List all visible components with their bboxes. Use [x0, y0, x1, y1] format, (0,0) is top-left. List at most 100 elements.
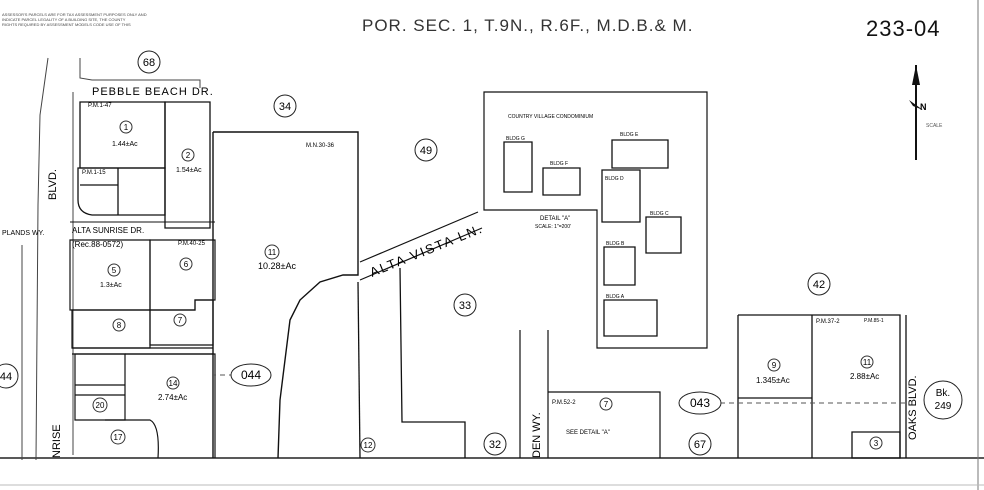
parcel-label: 1 1.44±Ac: [112, 120, 138, 148]
see-detail-label: SEE DETAIL "A": [566, 430, 610, 436]
condo-bldg-label: BLDG G: [506, 136, 525, 142]
parcel-label: 2 1.54±Ac: [176, 148, 202, 174]
book-circle: 33: [453, 293, 477, 317]
parcel-label: 7: [599, 397, 613, 411]
note-line: ASSESSOR'S PARCELS ARE FOR TAX ASSESSMEN…: [2, 12, 147, 17]
parcel-number: 5: [112, 266, 117, 275]
parcel-number: 7: [178, 316, 183, 325]
book-circle: 32: [483, 432, 507, 456]
disclaimer-notes: ASSESSOR'S PARCELS ARE FOR TAX ASSESSMEN…: [2, 12, 192, 27]
parcel-label: 3: [869, 436, 883, 450]
alta-vista-road: [359, 211, 483, 281]
parcel-label: 12: [360, 437, 376, 453]
parcel-label: 11 2.88±Ac: [850, 355, 879, 381]
map-title: POR. SEC. 1, T.9N., R.6F., M.D.B.& M.: [362, 16, 694, 35]
street-den-wy: DEN WY.: [531, 412, 543, 458]
condo-buildings: [503, 139, 682, 337]
parcel-area: 1.345±Ac: [756, 376, 790, 385]
map-ref-label: P.M.52-2: [552, 400, 576, 406]
parcel-block-den-wy: [519, 330, 661, 458]
parcel-label: 6: [179, 257, 193, 271]
parcel-number: 17: [114, 433, 123, 442]
parcel-label: 9 1.345±Ac: [756, 358, 790, 385]
map-page-number: 233-04: [866, 16, 941, 41]
parcel-label: 8: [112, 318, 126, 332]
condo-title: COUNTRY VILLAGE CONDOMINIUM: [508, 114, 593, 120]
page-oval: 044: [230, 363, 272, 387]
book-number: 49: [420, 145, 432, 157]
parcel-label: 14 2.74±Ac: [158, 376, 187, 402]
book-number: 33: [459, 300, 471, 312]
parcel-area: 1.54±Ac: [176, 167, 202, 174]
street-alta-vista: ALTA VISTA LN.: [368, 220, 486, 279]
north-arrow-icon: N SCALE: [909, 65, 943, 160]
street-pebble-beach: PEBBLE BEACH DR.: [92, 86, 214, 98]
map-ref-label: P.M.85-1: [864, 318, 884, 324]
map-ref-label: P.M.37-2: [816, 319, 840, 325]
parcel-33-boundary: [357, 267, 466, 459]
book-circle: 68: [137, 50, 161, 74]
parcel-label: 20: [92, 397, 108, 413]
map-ref-label: P.M.1-47: [88, 103, 112, 109]
parcel-number: 3: [874, 439, 879, 448]
note-line: RIGHTS REQUIRED BY ASSESSMENT MODELS COD…: [2, 22, 131, 27]
condo-bldg-label: BLDG A: [606, 294, 625, 300]
parcel-number: 7: [604, 400, 609, 409]
map-ref-label: P.M.1-15: [82, 170, 106, 176]
condo-detail-label: DETAIL "A": [540, 216, 570, 222]
parcel-area: 1.44±Ac: [112, 141, 138, 148]
parcel-number: 2: [186, 151, 191, 160]
parcel-label: 11 10.28±Ac: [258, 244, 296, 271]
note-line: INDICATE PARCEL LEGALITY OF A BUILDING S…: [2, 17, 126, 22]
parcel-area: 10.28±Ac: [258, 261, 296, 271]
north-scale-note: SCALE: [926, 123, 943, 129]
book-number: 68: [143, 57, 155, 69]
book-number: 42: [813, 279, 825, 291]
book-number: 44: [0, 371, 12, 383]
condo-bldg-label: BLDG C: [650, 211, 669, 217]
parcel-area: 1.3±Ac: [100, 282, 122, 289]
parcel-area: 2.74±Ac: [158, 393, 187, 402]
parcel-label: 7: [173, 313, 187, 327]
street-nrise: NRISE: [51, 424, 63, 458]
street-oaks-blvd: OAKS BLVD.: [907, 375, 919, 440]
parcel-number: 9: [772, 361, 777, 370]
page-oval-label: 044: [241, 368, 261, 382]
book-circle: 49: [414, 138, 438, 162]
map-ref-label: P.M.40-25: [178, 241, 206, 247]
street-alta-sunrise: ALTA SUNRISE DR.: [72, 226, 144, 235]
book-reference-number: 249: [935, 401, 952, 412]
book-circle: 44: [0, 363, 19, 389]
book-circle: 42: [807, 272, 831, 296]
book-circle: 67: [688, 432, 712, 456]
parcel-label: 5 1.3±Ac: [100, 263, 122, 289]
book-number: 34: [279, 101, 291, 113]
parcel-number: 20: [96, 401, 105, 410]
road-edges-left: [21, 57, 201, 461]
parcel-number: 14: [169, 379, 178, 388]
condo-bldg-label: BLDG B: [606, 241, 625, 247]
parcel-block-lower-left: [69, 239, 216, 459]
page-oval-label: 043: [690, 396, 710, 410]
page-connector-lines: [213, 374, 906, 404]
parcel-number: 8: [117, 321, 122, 330]
parcel-number: 11: [268, 248, 277, 257]
parcel-number: 6: [184, 260, 189, 269]
book-reference: Bk. 249: [923, 380, 963, 420]
parcel-number: 12: [364, 441, 373, 450]
book-reference-label: Bk.: [936, 388, 950, 399]
condo-bldg-label: BLDG F: [550, 161, 568, 167]
condo-detail-frame: [483, 91, 708, 349]
map-ref-label: (Rec.88-0572): [72, 240, 123, 249]
condo-bldg-label: BLDG D: [605, 176, 624, 182]
parcel-number: 1: [124, 123, 129, 132]
parcel-area: 2.88±Ac: [850, 372, 879, 381]
condo-scale-label: SCALE: 1"=200': [535, 224, 571, 230]
page-oval: 043: [678, 391, 722, 415]
parcel-11-boundary: [212, 131, 359, 459]
parcel-block-pebble-beach: [77, 101, 211, 229]
condo-bldg-label: BLDG E: [620, 132, 639, 138]
parcel-number: 11: [863, 358, 872, 367]
